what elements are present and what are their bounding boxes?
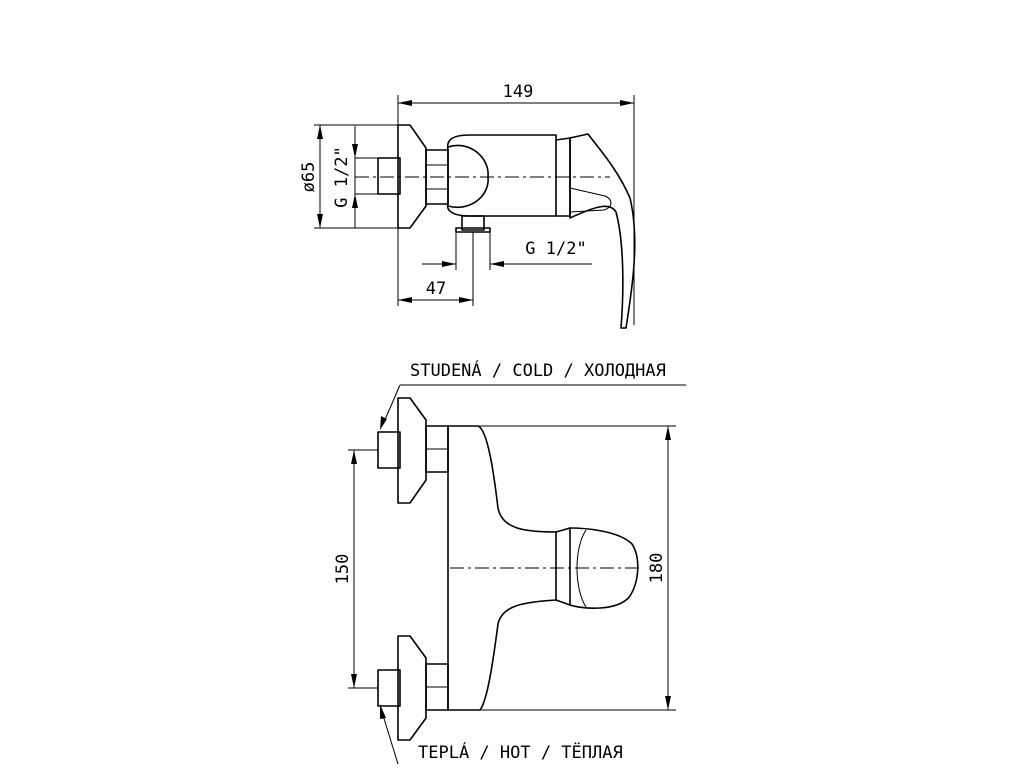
dim-offset: 47 [397,228,474,306]
dim-diameter: ø65 [299,124,398,229]
dim-thread-inlet: G 1/2" [332,126,378,228]
label-cold-text: STUDENÁ / COLD / ХОЛОДНАЯ [410,359,666,381]
front-flange-hot [397,635,427,741]
front-inlet-hot-stub [377,669,401,707]
dim-thread-outlet-text: G 1/2" [525,239,586,259]
front-inlet-cold-stub [377,431,401,469]
side-view [355,124,636,329]
front-handle-base [555,527,571,606]
side-outlet-stub [461,215,485,231]
dim-body-height: 180 [478,425,676,711]
label-cold: STUDENÁ / COLD / ХОЛОДНАЯ [380,359,686,430]
dim-inlet-spacing-text: 150 [333,554,353,585]
label-hot-text: TEPLÁ / HOT / ТЁПЛАЯ [418,741,623,763]
dim-thread-outlet: G 1/2" [422,232,592,270]
dim-inlet-spacing: 150 [333,449,378,689]
front-body [447,425,557,711]
side-inlet-stub [377,157,401,195]
side-lever [569,133,636,329]
label-hot: TEPLÁ / HOT / ТЁПЛАЯ [380,704,623,765]
dim-width-total: 149 [397,82,635,325]
side-dome [447,144,489,209]
dim-offset-text: 47 [426,279,446,299]
dim-diameter-text: ø65 [299,162,319,193]
side-body [446,134,557,217]
front-view [377,397,640,741]
dim-body-height-text: 180 [647,553,667,584]
front-flange-cold [397,397,427,504]
dim-thread-inlet-text: G 1/2" [332,146,352,207]
dim-width-total-text: 149 [503,82,534,102]
